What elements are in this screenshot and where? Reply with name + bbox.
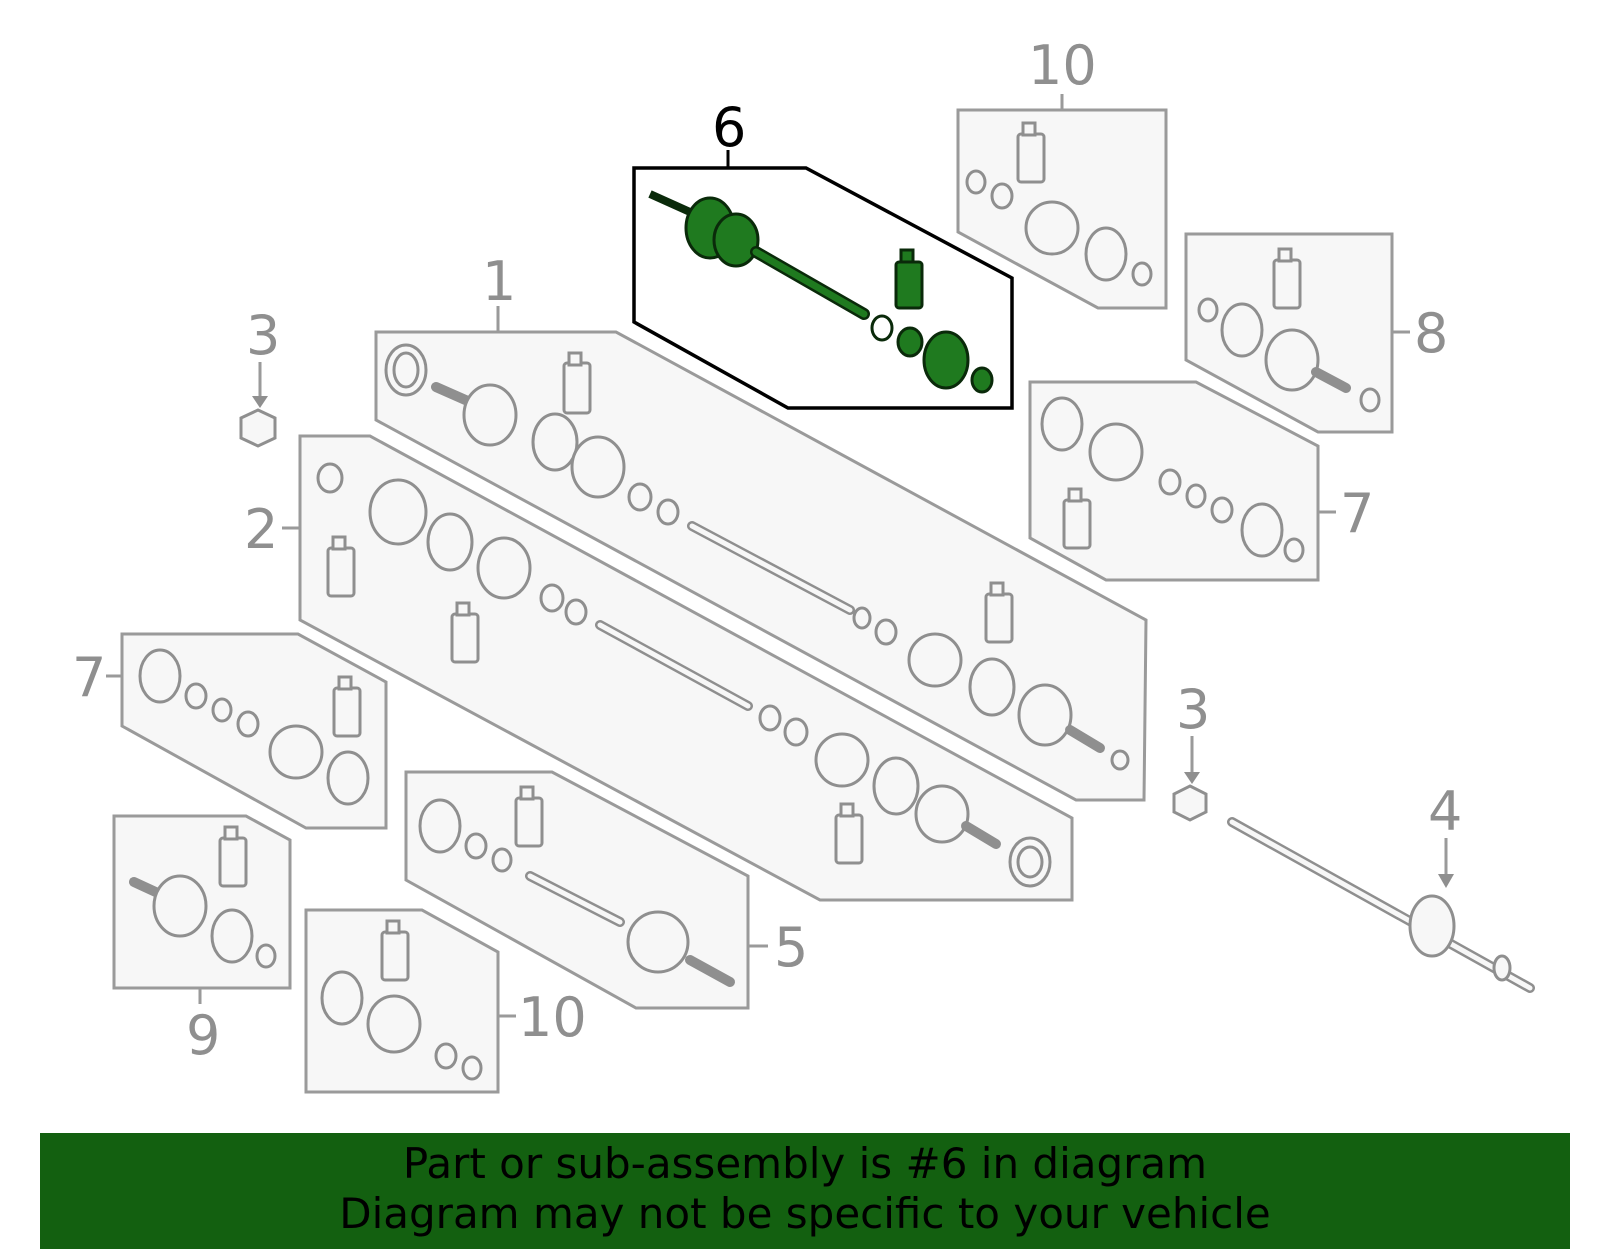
panel-part-6[interactable] — [632, 166, 1014, 410]
panel-part-1[interactable] — [374, 330, 1148, 802]
banner-line-2: Diagram may not be specific to your vehi… — [339, 1189, 1271, 1238]
panel-part-7-left[interactable] — [120, 632, 388, 830]
panel-part-5[interactable] — [404, 770, 750, 1010]
part-3-nut-right[interactable] — [1172, 736, 1208, 822]
callout-6: 6 — [712, 96, 746, 159]
callout-3-left: 3 — [246, 304, 280, 367]
panel-part-8[interactable] — [1184, 232, 1394, 434]
callout-5: 5 — [774, 916, 808, 979]
callout-7-right: 7 — [1340, 482, 1374, 545]
callout-10-bottom: 10 — [518, 986, 587, 1049]
callout-3-right: 3 — [1176, 678, 1210, 741]
callout-1: 1 — [482, 250, 516, 313]
panel-part-7-right[interactable] — [1028, 380, 1320, 582]
callout-10-top: 10 — [1028, 34, 1097, 97]
callout-9: 9 — [186, 1004, 220, 1067]
callout-8: 8 — [1414, 302, 1448, 365]
panel-part-2[interactable] — [298, 434, 1074, 902]
panel-part-10-bottom[interactable] — [304, 908, 500, 1094]
part-4-shaft[interactable] — [1227, 817, 1535, 993]
exploded-parts-diagram: 1 2 3 3 4 5 6 7 7 8 9 10 10 — [72, 34, 1535, 1094]
notice-banner: Part or sub-assembly is #6 in diagram Di… — [40, 1133, 1570, 1249]
part-3-nut-left[interactable] — [239, 362, 277, 448]
callout-4: 4 — [1428, 780, 1462, 843]
banner-line-1: Part or sub-assembly is #6 in diagram — [402, 1139, 1208, 1188]
callout-2: 2 — [244, 498, 278, 561]
callout-7-left: 7 — [72, 646, 106, 709]
panel-part-9[interactable] — [112, 814, 292, 990]
panel-part-10-top[interactable] — [956, 108, 1168, 310]
